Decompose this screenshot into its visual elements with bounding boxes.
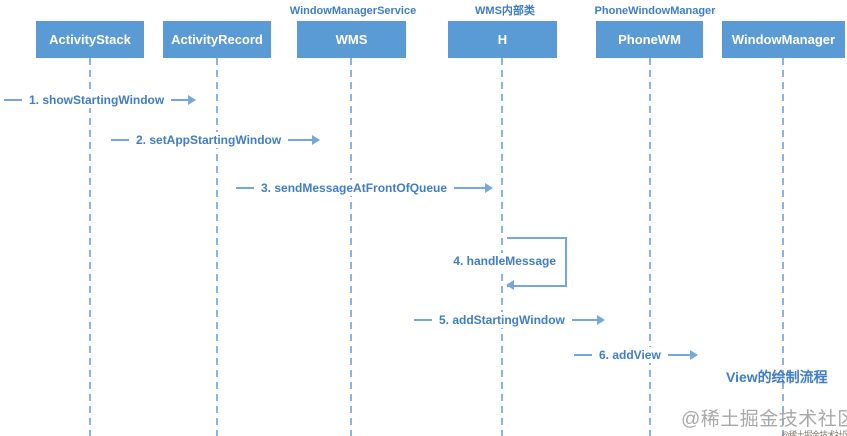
message-label: 5. addStartingWindow [436, 312, 568, 328]
lifeline-h [501, 58, 503, 436]
actor-label: ActivityRecord [171, 32, 263, 47]
message-label: 4. handleMessage [438, 253, 556, 269]
lifeline-windowmanager [782, 58, 784, 436]
message-line [414, 319, 432, 321]
arrow-right-icon [597, 315, 605, 325]
message-add-view: 6. addView [574, 346, 698, 364]
arrow-right-icon [188, 95, 196, 105]
message-line [4, 99, 22, 101]
actor-stereotype-h: WMS内部类 [475, 5, 535, 17]
arrow-left-icon [506, 280, 514, 290]
actor-box-h: H [448, 21, 557, 58]
actor-label: H [497, 32, 508, 47]
self-message-loop [507, 237, 567, 287]
arrow-right-icon [690, 350, 698, 360]
message-line [111, 139, 129, 141]
message-line [454, 187, 485, 189]
actor-stereotype-phonewm: PhoneWindowManager [594, 5, 716, 17]
actor-box-activityrecord: ActivityRecord [163, 21, 271, 58]
lifeline-activityrecord [216, 58, 218, 436]
actor-box-windowmanager: WindowManager [722, 21, 845, 58]
message-line [288, 139, 312, 141]
message-line [171, 99, 188, 101]
arrow-right-icon [485, 183, 493, 193]
message-set-app-starting-window: 2. setAppStartingWindow [111, 131, 320, 149]
message-label: 1. showStartingWindow [26, 92, 168, 108]
actor-box-activitystack: ActivityStack [36, 21, 144, 58]
message-show-starting-window: 1. showStartingWindow [4, 91, 196, 109]
message-line [667, 354, 690, 356]
message-label: 3. sendMessageAtFrontOfQueue [258, 180, 451, 196]
watermark-cutoff: @稀土掘金技术社区 [781, 427, 847, 436]
lifeline-phonewm [649, 58, 651, 436]
watermark: @稀土掘金技术社区 [681, 409, 847, 430]
annotation-view-draw-flow: View的绘制流程 [726, 369, 828, 385]
message-line [236, 187, 254, 189]
actor-stereotype-wms: WindowManagerService [289, 5, 417, 17]
actor-label: PhoneWM [618, 32, 681, 47]
arrow-right-icon [312, 135, 320, 145]
actor-label: ActivityStack [49, 32, 131, 47]
lifeline-wms [350, 58, 352, 436]
actor-label: WindowManager [731, 32, 836, 47]
message-send-message-at-front-of-queue: 3. sendMessageAtFrontOfQueue [236, 179, 493, 197]
actor-box-phonewm: PhoneWM [596, 21, 703, 58]
message-add-starting-window: 5. addStartingWindow [414, 311, 605, 329]
message-label: 6. addView [596, 347, 664, 363]
message-label: 2. setAppStartingWindow [133, 132, 285, 148]
actor-box-wms: WMS [297, 21, 406, 58]
message-line [574, 354, 592, 356]
lifeline-activitystack [89, 58, 91, 436]
actor-label: WMS [335, 32, 368, 47]
message-line [571, 319, 597, 321]
